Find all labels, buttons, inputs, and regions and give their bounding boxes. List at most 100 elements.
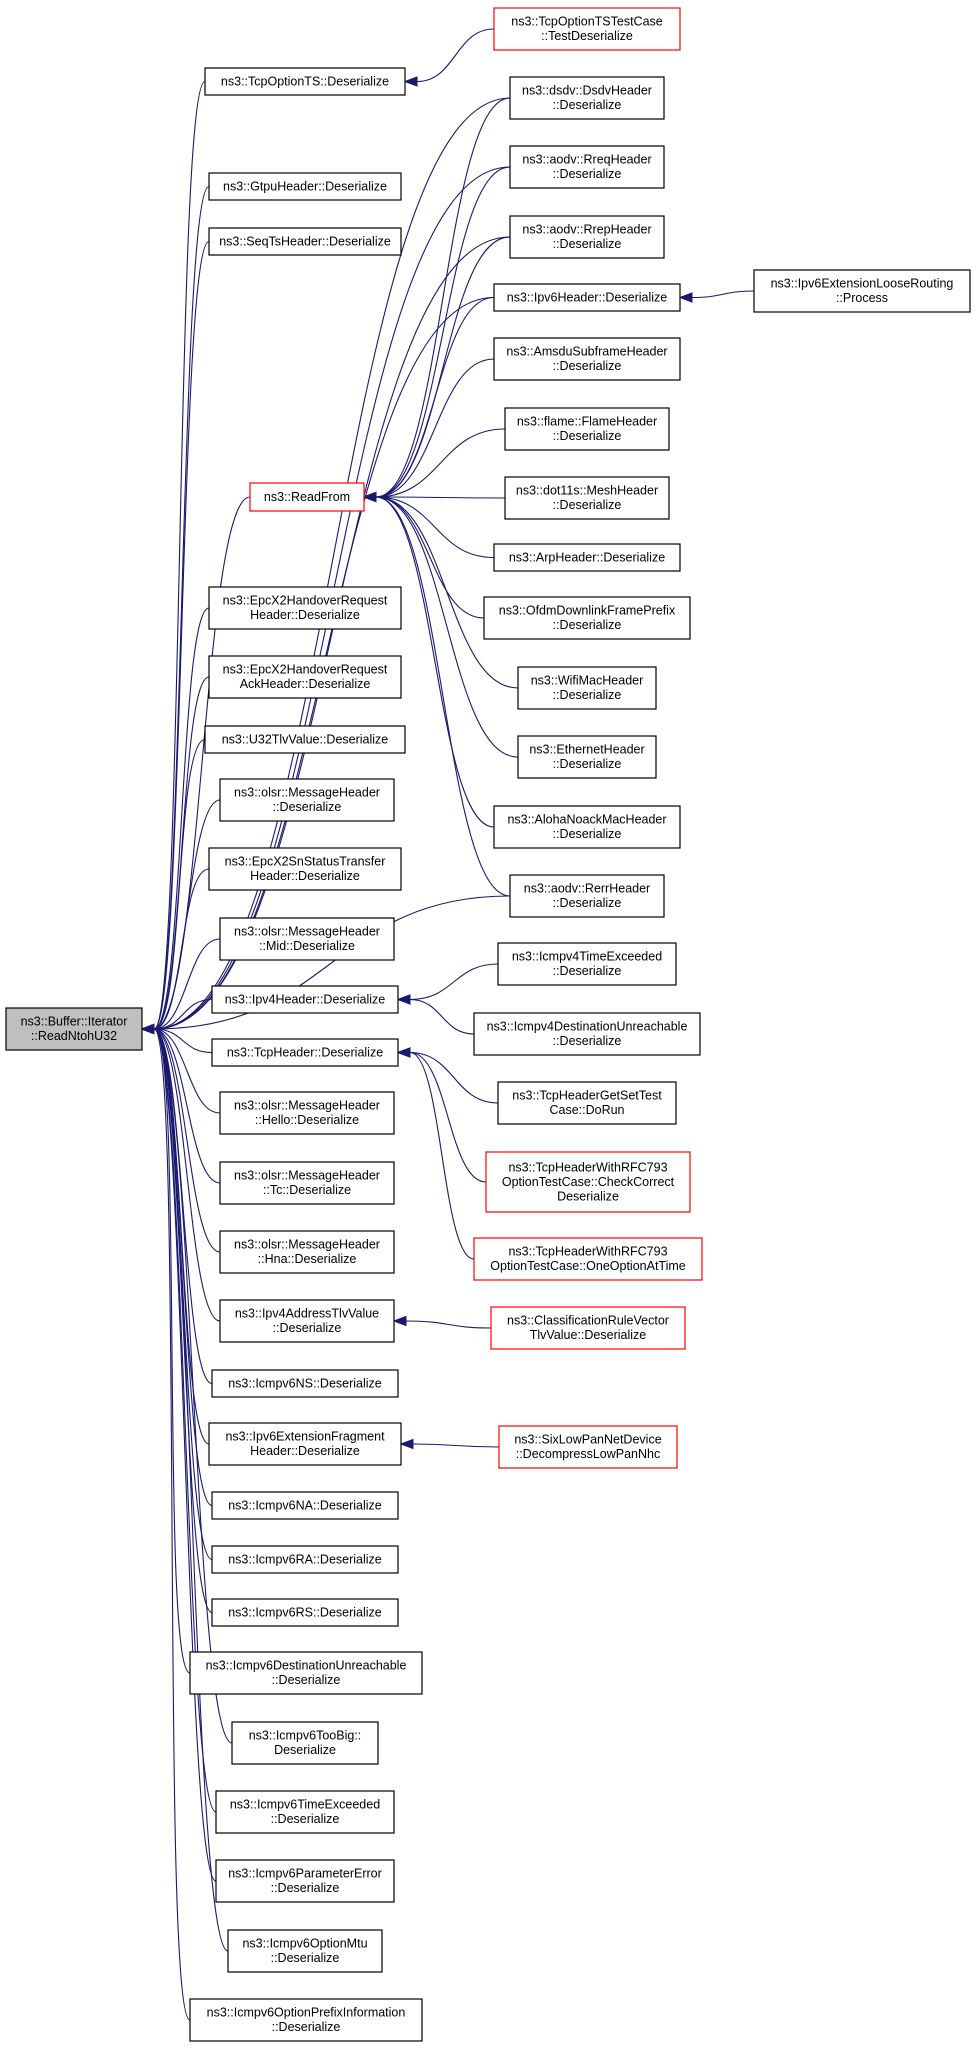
node-box-aloha[interactable] [493, 805, 681, 849]
node-box-olsrtc[interactable] [219, 1161, 395, 1205]
node-ipv4hdr[interactable]: ns3::Ipv4Header::Deserialize [211, 985, 399, 1014]
node-aodvrrep[interactable]: ns3::aodv::RrepHeader::Deserialize [509, 215, 665, 259]
node-box-icmpv6toobig[interactable] [231, 1721, 379, 1765]
node-epcx2req[interactable]: ns3::EpcX2HandoverRequestHeader::Deseria… [208, 586, 402, 630]
node-ethernet[interactable]: ns3::EthernetHeader::Deserialize [517, 735, 657, 779]
node-tcpoptionts[interactable]: ns3::TcpOptionTS::Deserialize [204, 67, 406, 96]
node-box-icmpv6ra[interactable] [211, 1545, 399, 1574]
node-icmpv6ra[interactable]: ns3::Icmpv6RA::Deserialize [211, 1545, 399, 1574]
node-icmpv6toobig[interactable]: ns3::Icmpv6TooBig::Deserialize [231, 1721, 379, 1765]
node-wifimac[interactable]: ns3::WifiMacHeader::Deserialize [517, 666, 657, 710]
node-ipv6looserouting[interactable]: ns3::Ipv6ExtensionLooseRouting::Process [753, 269, 971, 313]
node-box-aodvrrep[interactable] [509, 215, 665, 259]
node-box-icmpv6prefix[interactable] [189, 1998, 423, 2042]
node-tcpoptionts_test[interactable]: ns3::TcpOptionTSTestCase::TestDeserializ… [493, 7, 681, 51]
node-box-icmpv6ns[interactable] [211, 1369, 399, 1398]
node-olsrmsg[interactable]: ns3::olsr::MessageHeader::Deserialize [219, 778, 395, 822]
node-icmpv4dest[interactable]: ns3::Icmpv4DestinationUnreachable::Deser… [473, 1012, 701, 1056]
node-box-tcpgetset[interactable] [497, 1081, 677, 1125]
node-box-arp[interactable] [493, 543, 681, 572]
node-box-icmpv6time[interactable] [215, 1790, 395, 1834]
node-box-ipv4hdr[interactable] [211, 985, 399, 1014]
node-box-ipv4addrtlv[interactable] [219, 1299, 395, 1343]
node-classrule[interactable]: ns3::ClassificationRuleVectorTlvValue::D… [490, 1306, 686, 1350]
node-box-aodvrreq[interactable] [509, 145, 665, 189]
node-tcphdr[interactable]: ns3::TcpHeader::Deserialize [211, 1038, 399, 1067]
node-box-ipv6looserouting[interactable] [753, 269, 971, 313]
node-box-ipv6hdr[interactable] [493, 283, 681, 312]
root-node[interactable]: ns3::Buffer::Iterator::ReadNtohU32 [5, 1007, 143, 1051]
node-aloha[interactable]: ns3::AlohaNoackMacHeader::Deserialize [493, 805, 681, 849]
node-olsrmid[interactable]: ns3::olsr::MessageHeader::Mid::Deseriali… [219, 917, 395, 961]
node-box-tcphdr[interactable] [211, 1038, 399, 1067]
node-box-aodvrerr[interactable] [509, 874, 665, 918]
node-ofdm[interactable]: ns3::OfdmDownlinkFramePrefix::Deserializ… [483, 596, 691, 640]
node-box-amsdu[interactable] [493, 337, 681, 381]
node-readfrom[interactable]: ns3::ReadFrom [249, 482, 365, 512]
node-box-wifimac[interactable] [517, 666, 657, 710]
node-amsdu[interactable]: ns3::AmsduSubframeHeader::Deserialize [493, 337, 681, 381]
node-icmpv6dest[interactable]: ns3::Icmpv6DestinationUnreachable::Deser… [189, 1651, 423, 1695]
node-seqts[interactable]: ns3::SeqTsHeader::Deserialize [208, 227, 402, 256]
node-box-ofdm[interactable] [483, 596, 691, 640]
node-box-tcpoptionts[interactable] [204, 67, 406, 96]
node-olsrhna[interactable]: ns3::olsr::MessageHeader::Hna::Deseriali… [219, 1230, 395, 1274]
node-ipv4addrtlv[interactable]: ns3::Ipv4AddressTlvValue::Deserialize [219, 1299, 395, 1343]
node-dot11s[interactable]: ns3::dot11s::MeshHeader::Deserialize [504, 476, 670, 520]
node-box-olsrhello[interactable] [219, 1091, 395, 1135]
node-box-classrule[interactable] [490, 1306, 686, 1350]
node-box-icmpv6na[interactable] [211, 1491, 399, 1520]
node-dsdv[interactable]: ns3::dsdv::DsdvHeader::Deserialize [509, 76, 665, 120]
node-icmpv4time[interactable]: ns3::Icmpv4TimeExceeded::Deserialize [497, 942, 677, 986]
node-icmpv6ns[interactable]: ns3::Icmpv6NS::Deserialize [211, 1369, 399, 1398]
node-box-dot11s[interactable] [504, 476, 670, 520]
node-box-flame[interactable] [504, 407, 670, 451]
node-box-u32tlv[interactable] [204, 725, 406, 754]
node-box-gtpu[interactable] [208, 172, 402, 201]
node-box-sixlowpan[interactable] [498, 1425, 678, 1469]
node-flame[interactable]: ns3::flame::FlameHeader::Deserialize [504, 407, 670, 451]
node-epcx2sn[interactable]: ns3::EpcX2SnStatusTransferHeader::Deseri… [208, 847, 402, 891]
node-box-icmpv4time[interactable] [497, 942, 677, 986]
node-tcprfc_check[interactable]: ns3::TcpHeaderWithRFC793OptionTestCase::… [485, 1151, 691, 1213]
node-ipv6hdr[interactable]: ns3::Ipv6Header::Deserialize [493, 283, 681, 312]
node-icmpv6rs[interactable]: ns3::Icmpv6RS::Deserialize [211, 1598, 399, 1627]
node-gtpu[interactable]: ns3::GtpuHeader::Deserialize [208, 172, 402, 201]
node-box-olsrmid[interactable] [219, 917, 395, 961]
node-aodvrreq[interactable]: ns3::aodv::RreqHeader::Deserialize [509, 145, 665, 189]
node-box-seqts[interactable] [208, 227, 402, 256]
node-box-dsdv[interactable] [509, 76, 665, 120]
node-box-ethernet[interactable] [517, 735, 657, 779]
node-icmpv6mtu[interactable]: ns3::Icmpv6OptionMtu::Deserialize [227, 1929, 383, 1973]
node-sixlowpan[interactable]: ns3::SixLowPanNetDevice::DecompressLowPa… [498, 1425, 678, 1469]
node-epcx2ack[interactable]: ns3::EpcX2HandoverRequestAckHeader::Dese… [208, 655, 402, 699]
node-olsrtc[interactable]: ns3::olsr::MessageHeader::Tc::Deserializ… [219, 1161, 395, 1205]
node-box-icmpv4dest[interactable] [473, 1012, 701, 1056]
node-olsrhello[interactable]: ns3::olsr::MessageHeader::Hello::Deseria… [219, 1091, 395, 1135]
node-icmpv6time[interactable]: ns3::Icmpv6TimeExceeded::Deserialize [215, 1790, 395, 1834]
node-arp[interactable]: ns3::ArpHeader::Deserialize [493, 543, 681, 572]
node-aodvrerr[interactable]: ns3::aodv::RerrHeader::Deserialize [509, 874, 665, 918]
node-box-epcx2sn[interactable] [208, 847, 402, 891]
node-box-olsrhna[interactable] [219, 1230, 395, 1274]
node-icmpv6prefix[interactable]: ns3::Icmpv6OptionPrefixInformation::Dese… [189, 1998, 423, 2042]
node-box-icmpv6rs[interactable] [211, 1598, 399, 1627]
node-tcprfc_one[interactable]: ns3::TcpHeaderWithRFC793OptionTestCase::… [473, 1237, 703, 1281]
node-ipv6extfrag[interactable]: ns3::Ipv6ExtensionFragmentHeader::Deseri… [208, 1422, 402, 1466]
root-node-box[interactable] [5, 1007, 143, 1051]
node-box-epcx2req[interactable] [208, 586, 402, 630]
node-u32tlv[interactable]: ns3::U32TlvValue::Deserialize [204, 725, 406, 754]
node-box-tcprfc_one[interactable] [473, 1237, 703, 1281]
node-box-olsrmsg[interactable] [219, 778, 395, 822]
node-box-icmpv6mtu[interactable] [227, 1929, 383, 1973]
node-box-icmpv6dest[interactable] [189, 1651, 423, 1695]
node-icmpv6na[interactable]: ns3::Icmpv6NA::Deserialize [211, 1491, 399, 1520]
node-icmpv6param[interactable]: ns3::Icmpv6ParameterError::Deserialize [215, 1859, 395, 1903]
node-box-tcprfc_check[interactable] [485, 1151, 691, 1213]
node-box-tcpoptionts_test[interactable] [493, 7, 681, 51]
node-box-ipv6extfrag[interactable] [208, 1422, 402, 1466]
node-box-readfrom[interactable] [249, 482, 365, 512]
node-box-epcx2ack[interactable] [208, 655, 402, 699]
node-box-icmpv6param[interactable] [215, 1859, 395, 1903]
